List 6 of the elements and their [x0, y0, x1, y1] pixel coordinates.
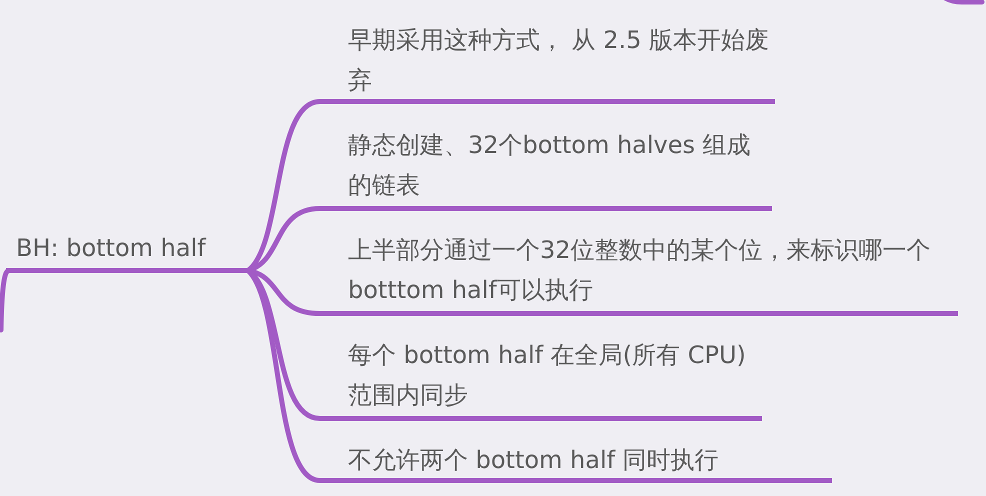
topic-text: 早期采用这种方式， 从 2.5 版本开始废弃	[348, 25, 770, 96]
topic-text: 每个 bottom half 在全局(所有 CPU)范围内同步	[348, 340, 747, 411]
topic-text: 静态创建、32个bottom halves 组成的链表	[348, 130, 752, 201]
topic-text: BH: bottom half	[16, 233, 208, 264]
topic-text: 不允许两个 bottom half 同时执行	[348, 445, 720, 476]
topic-text: 上半部分通过一个32位整数中的某个位，来标识哪一个 botttom half可以执行	[348, 235, 932, 306]
